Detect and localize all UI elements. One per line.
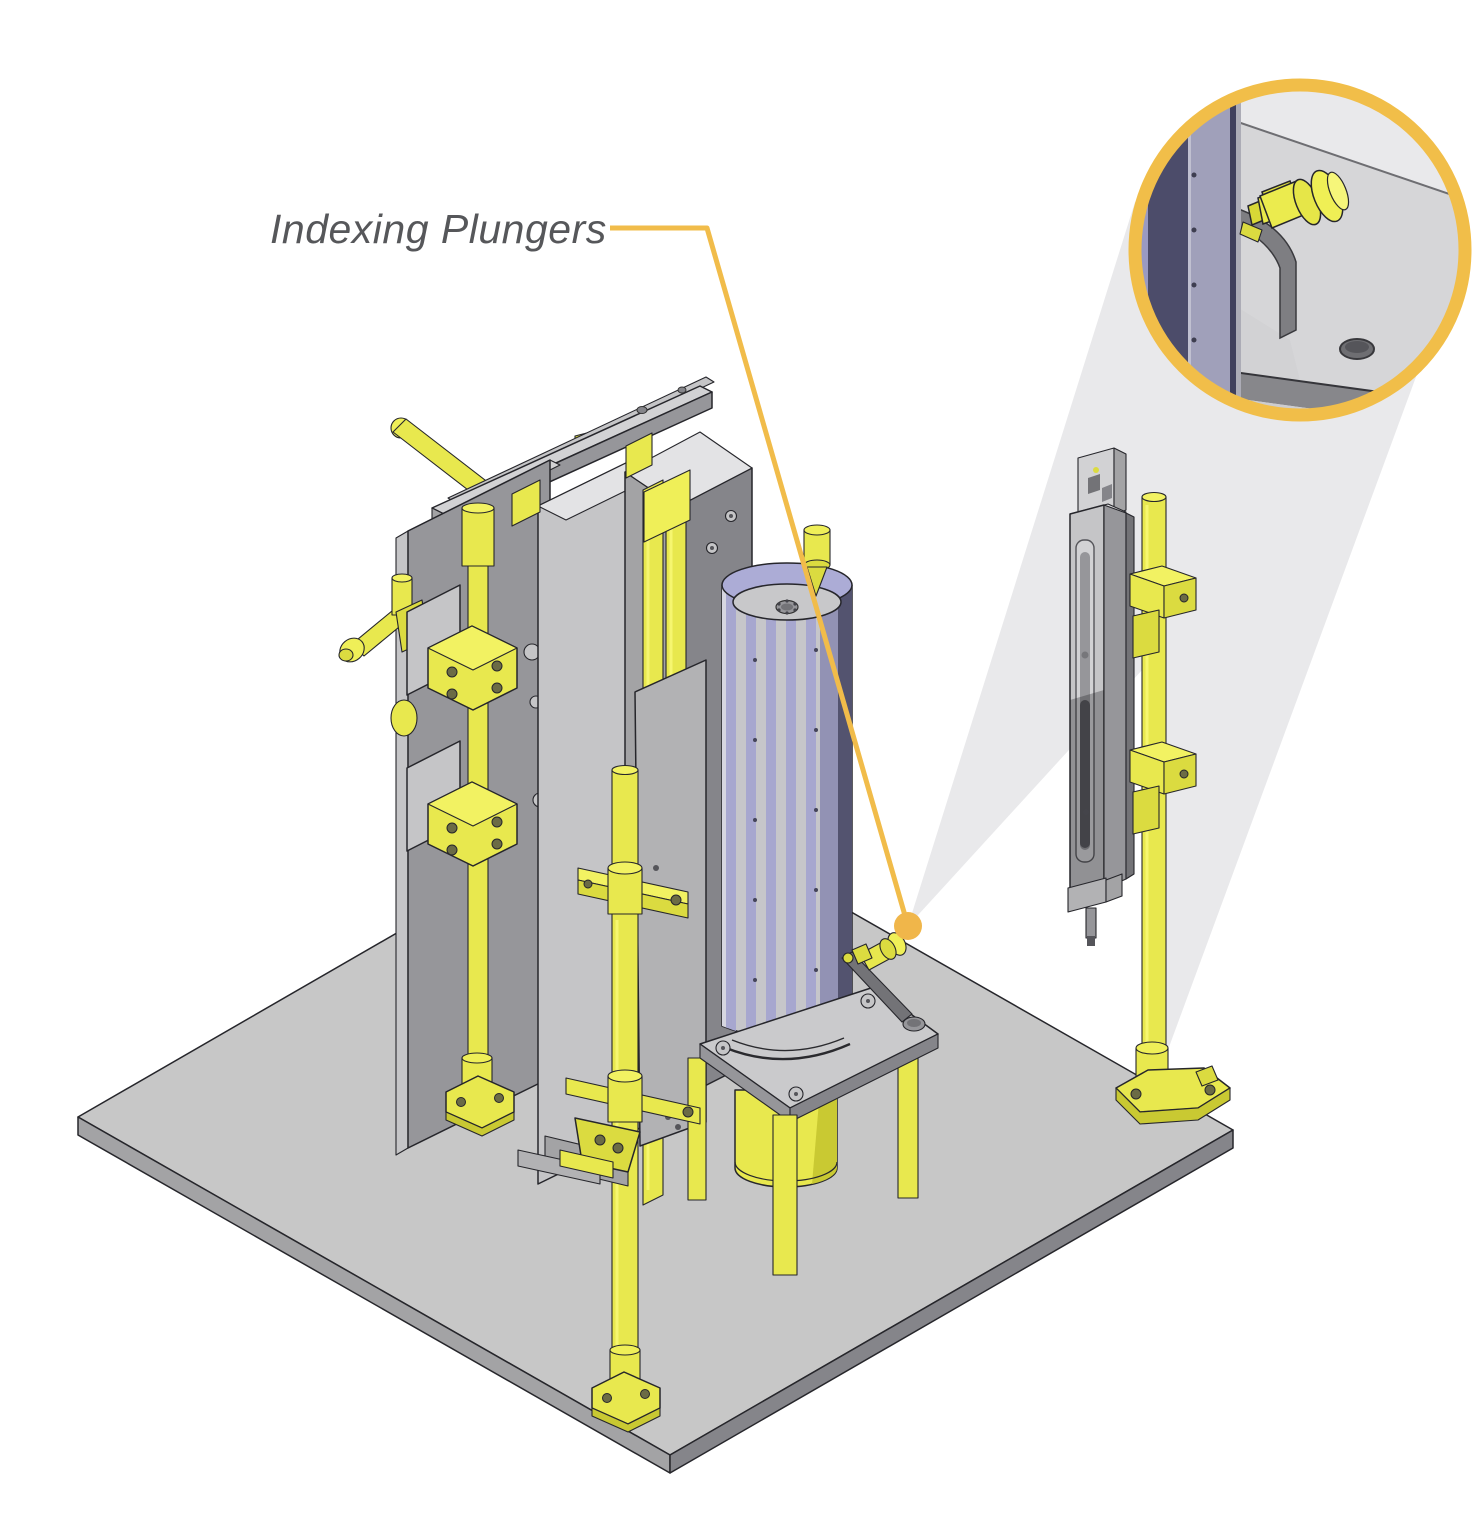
striped-cylinder bbox=[721, 524, 853, 1040]
plunger-rail-assembly bbox=[1067, 447, 1231, 1125]
post-flange-base bbox=[1115, 1041, 1231, 1125]
main-assembly bbox=[338, 376, 939, 1433]
rail-bracket bbox=[1129, 565, 1197, 659]
stand-leg bbox=[687, 1057, 707, 1201]
yellow-spacer bbox=[625, 432, 653, 479]
callout-leader-line bbox=[610, 225, 911, 927]
cylinder-stand bbox=[687, 986, 939, 1276]
post-flange-base bbox=[591, 1344, 661, 1433]
post-arm-lower bbox=[517, 1069, 701, 1187]
top-plunger-shaft bbox=[803, 524, 831, 597]
sensor-rail bbox=[1067, 447, 1135, 946]
post-bracket-upper bbox=[577, 861, 689, 919]
detail-inset bbox=[1128, 78, 1472, 422]
indexing-plunger-closeup bbox=[1239, 169, 1350, 243]
front-post bbox=[517, 764, 701, 1433]
stand-leg bbox=[772, 1114, 798, 1276]
guide-post-left bbox=[406, 502, 518, 1137]
clamp-block bbox=[427, 781, 518, 867]
callout-dot bbox=[894, 912, 922, 940]
label-indexing-plungers: Indexing Plungers bbox=[270, 206, 607, 252]
post-flange-base bbox=[445, 1052, 515, 1137]
rail-bracket bbox=[1129, 741, 1197, 835]
yellow-spacer bbox=[511, 479, 541, 527]
clamp-block bbox=[427, 625, 518, 711]
detail-inset-ring bbox=[1128, 78, 1472, 422]
